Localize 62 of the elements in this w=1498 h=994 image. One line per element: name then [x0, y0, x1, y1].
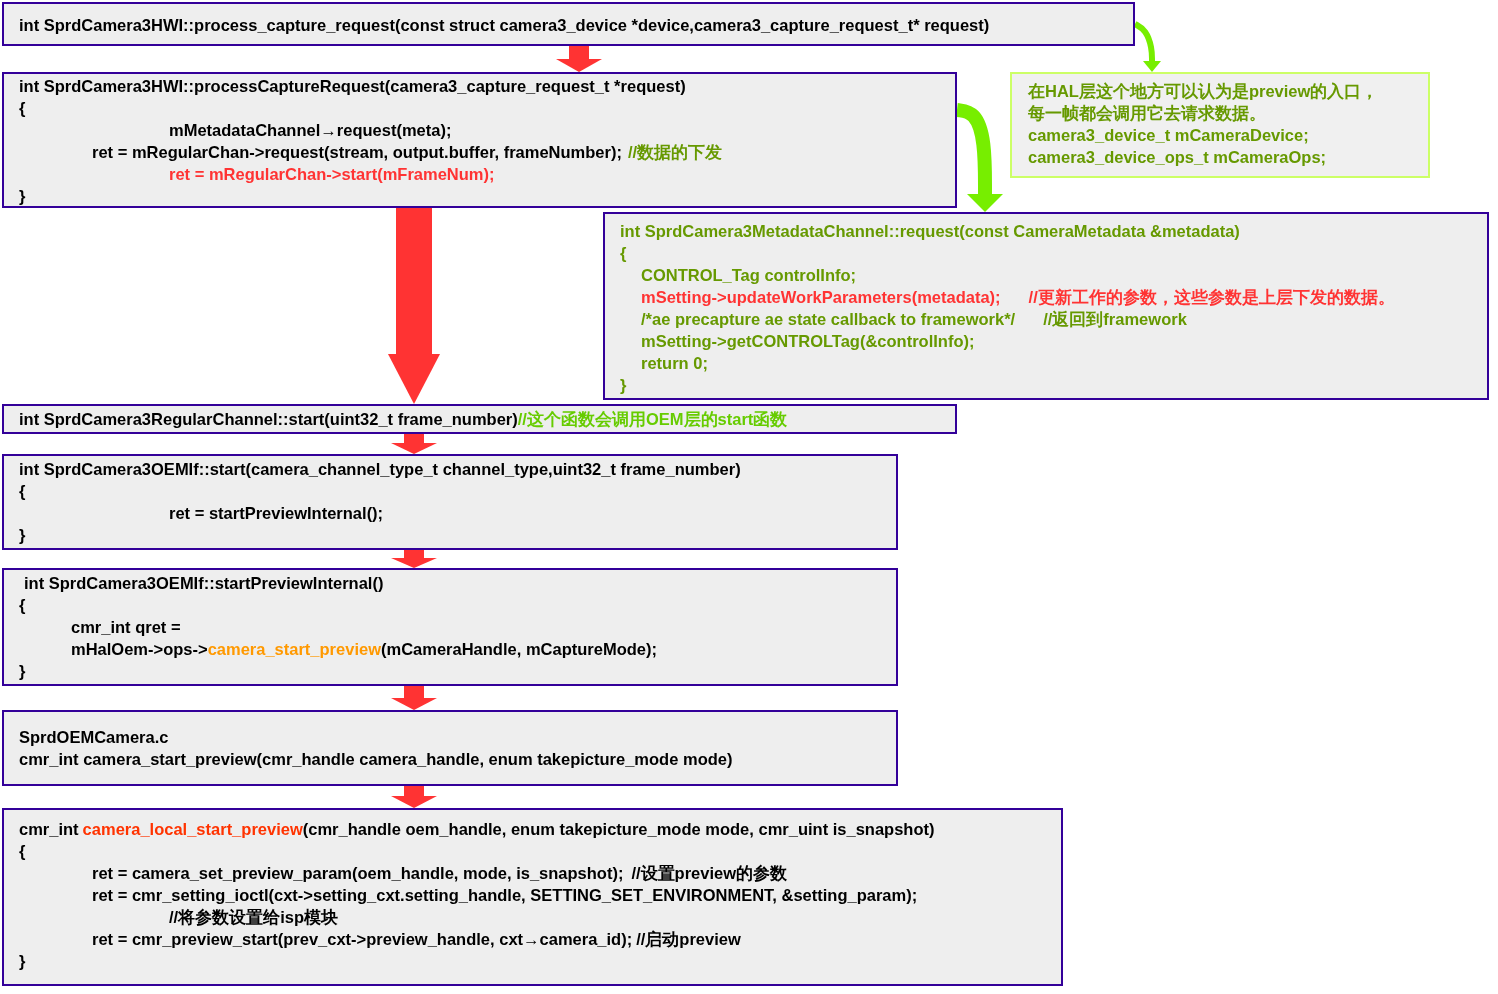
code-box: [2, 808, 1063, 986]
code-text: }: [19, 951, 26, 972]
code-text: camera3_device_t mCameraDevice;: [1028, 125, 1309, 146]
code-text: camera3_device_ops_t mCameraOps;: [1028, 147, 1327, 168]
code-text: int SprdCamera3HWI::process_capture_request(const struct camera3_device *device,camera3_capture_request_t* request): [19, 15, 990, 36]
code-text: cmr_int: [19, 819, 79, 840]
code-text: ret = cmr_setting_ioctl(cxt->setting_cxt.setting_handle, SETTING_SET_ENVIRONMENT, &setting_param);: [92, 885, 918, 906]
code-box: [2, 710, 898, 786]
code-text: ret = mRegularChan->request(stream, output.buffer, frameNumber);: [92, 142, 622, 163]
note-box: [1010, 72, 1430, 178]
code-text: mMetadataChannel→request(meta);: [169, 120, 452, 141]
code-text: mSetting->updateWorkParameters(metadata);: [641, 287, 1001, 308]
code-text: mHalOem->ops->: [71, 639, 208, 660]
code-text: cmr_int qret =: [71, 617, 181, 638]
code-comment: //返回到framework: [1043, 309, 1187, 330]
code-text: }: [19, 186, 26, 207]
arrow: [391, 434, 437, 454]
code-text: int SprdCamera3OEMIf::startPreviewInternal(): [24, 573, 384, 594]
note-text: 在HAL层这个地方可以认为是preview的入口，每一帧都会调用它去请求数据。: [1028, 82, 1379, 122]
code-text: ret = camera_set_preview_param(oem_handle, mode, is_snapshot);: [92, 863, 624, 884]
code-box: [2, 568, 898, 686]
code-text: mSetting->getCONTROLTag(&controlInfo);: [641, 331, 975, 352]
code-comment: //将参数设置给isp模块: [169, 907, 338, 928]
code-text: SprdOEMCamera.c: [19, 727, 169, 748]
code-text: return 0;: [641, 353, 708, 374]
arrow: [391, 550, 437, 568]
code-text: {: [620, 243, 627, 264]
arrow: [388, 208, 440, 404]
arrow: [556, 46, 602, 72]
code-text: ret = cmr_preview_start(prev_cxt->preview_handle, cxt→camera_id);: [92, 929, 633, 950]
code-box: [2, 72, 957, 208]
code-comment: //这个函数会调用OEM层的start函数: [517, 409, 788, 430]
code-text: camera_local_start_preview: [82, 819, 303, 840]
code-text: camera_start_preview: [207, 639, 381, 660]
code-text: }: [19, 525, 26, 546]
code-comment: //启动preview: [636, 929, 741, 950]
code-text: int SprdCamera3RegularChannel::start(uint32_t frame_number): [19, 409, 518, 430]
code-comment: //更新工作的参数，这些参数是上层下发的数据。: [1028, 287, 1395, 308]
code-comment: /*ae precapture ae state callback to framework*/: [641, 309, 1016, 330]
code-text: }: [19, 661, 26, 682]
code-text: cmr_int camera_start_preview(cmr_handle camera_handle, enum takepicture_mode mode): [19, 749, 733, 770]
code-text: int SprdCamera3OEMIf::start(camera_channel_type_t channel_type,uint32_t frame_number): [19, 459, 741, 480]
code-text: {: [19, 98, 26, 119]
code-text: ret = mRegularChan->start(mFrameNum);: [169, 164, 495, 185]
code-text: {: [19, 595, 26, 616]
arrow: [391, 786, 437, 808]
code-text: ret = startPreviewInternal();: [169, 503, 384, 524]
code-box: [2, 454, 898, 550]
arrow: [391, 686, 437, 710]
code-box: [2, 404, 957, 434]
code-comment: //设置preview的参数: [631, 863, 788, 884]
code-box: [2, 2, 1135, 46]
code-text: {: [19, 841, 26, 862]
code-comment: //数据的下发: [627, 142, 723, 163]
code-text: int SprdCamera3MetadataChannel::request(const CameraMetadata &metadata): [620, 221, 1240, 242]
code-text: (cmr_handle oem_handle, enum takepicture_mode mode, cmr_uint is_snapshot): [302, 819, 935, 840]
code-text: (mCameraHandle, mCaptureMode);: [381, 639, 657, 660]
code-text: }: [620, 375, 627, 396]
code-text: int SprdCamera3HWI::processCaptureRequest(camera3_capture_request_t *request): [19, 76, 686, 97]
code-text: {: [19, 481, 26, 502]
code-text: CONTROL_Tag controlInfo;: [641, 265, 857, 286]
code-box: [603, 212, 1489, 400]
